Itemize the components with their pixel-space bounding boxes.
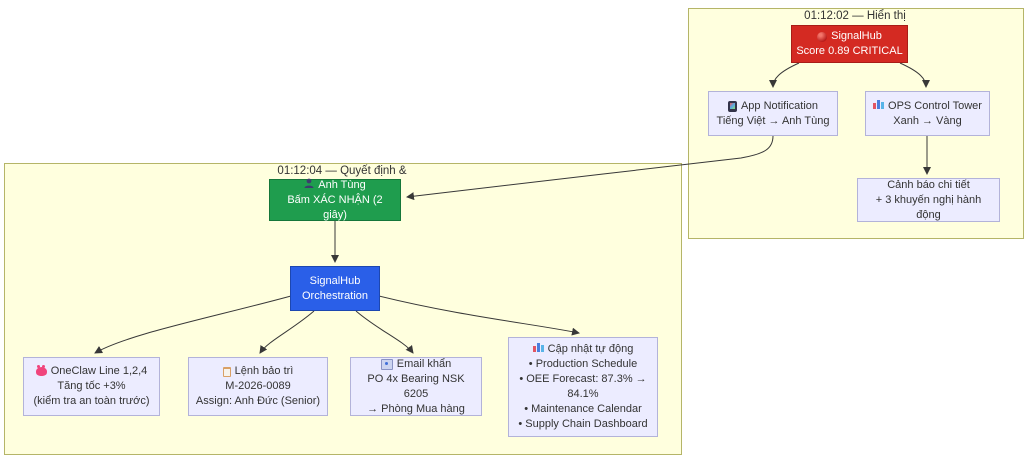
node-app-notification: App Notification Tiếng Việt → Anh Tùng [708,91,838,136]
node-title: App Notification [740,99,819,112]
red-circle-icon [817,31,828,42]
node-auto-update: Cập nhật tự động • Production Schedule •… [508,337,658,437]
node-anh-tung-confirm: Anh Tùng Bấm XÁC NHẬN (2 giây) [269,178,401,221]
node-maintenance-order: Lệnh bảo trì M-2026-0089 Assign: Anh Đức… [188,357,328,416]
node-title: Anh Tùng [318,178,366,191]
node-title: OneClaw Line 1,2,4 [50,365,148,377]
node-line: Orchestration [301,289,369,302]
email-icon [380,358,393,370]
phone-icon [727,100,737,112]
node-line: Xanh → Vàng [893,114,962,127]
node-ops-control-tower: OPS Control Tower Xanh → Vàng [865,91,990,136]
crab-icon [35,365,47,376]
node-title: SignalHub [831,30,882,42]
node-title: SignalHub [309,274,361,287]
node-signalhub-orchestration: SignalHub Orchestration [290,266,380,311]
node-title: Cập nhật tự động [547,343,634,355]
bar-chart-icon [532,342,544,357]
bar-chart-icon [873,99,885,114]
cluster-decision-title: 01:12:04 — Quyết định & [277,165,407,177]
node-bullet: • OEE Forecast: 87.3% → 84.1% [519,373,647,400]
node-bullet: • Maintenance Calendar [524,403,642,415]
node-line: + 3 khuyến nghị hành động [875,193,982,221]
node-line: Assign: Anh Đức (Senior) [195,395,321,407]
clipboard-icon [222,366,231,377]
node-signalhub-alert: SignalHub Score 0.89 CRITICAL [791,25,908,63]
node-line: Tăng tốc +3% [57,380,126,392]
node-urgent-email: Email khẩn PO 4x Bearing NSK 6205 → Phòn… [350,357,482,416]
node-bullet: • Supply Chain Dashboard [518,418,648,430]
node-bullet: • Production Schedule [528,358,638,370]
node-alert-detail: Cảnh báo chi tiết + 3 khuyến nghị hành đ… [857,178,1000,222]
cluster-display-title: 01:12:02 — Hiển thị [804,10,906,22]
node-line: M-2026-0089 [225,380,291,392]
person-icon [304,178,314,193]
node-line: (kiểm tra an toàn trước) [33,395,150,407]
node-title: Cảnh báo chi tiết [887,178,970,191]
node-title: Lệnh bảo trì [234,365,294,377]
node-oneclaw: OneClaw Line 1,2,4 Tăng tốc +3% (kiểm tr… [23,357,160,416]
node-line: Score 0.89 CRITICAL [796,45,903,57]
node-line: Bấm XÁC NHẬN (2 giây) [287,193,383,221]
node-title: OPS Control Tower [888,99,982,112]
node-line: Tiếng Việt → Anh Tùng [716,114,830,127]
node-title: Email khẩn [396,357,452,370]
node-line: PO 4x Bearing NSK 6205 [367,372,465,400]
node-line: → Phòng Mua hàng [367,402,465,415]
